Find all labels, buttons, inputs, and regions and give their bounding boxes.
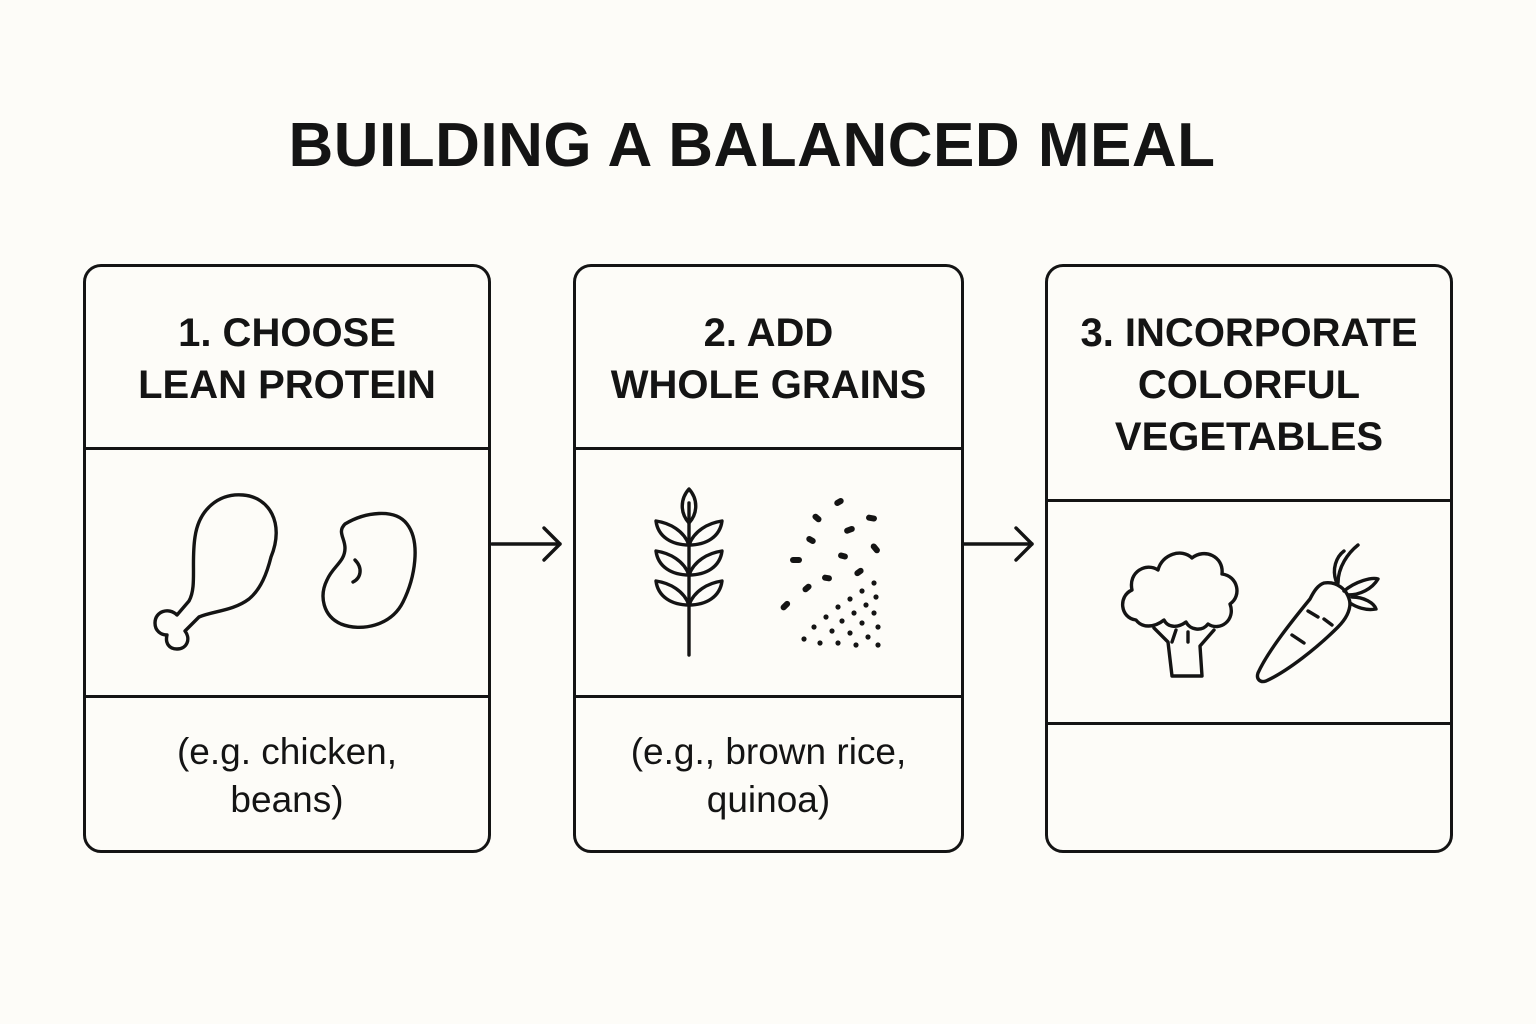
step-example-line: (e.g., brown rice,	[630, 731, 907, 772]
step-example-line: quinoa)	[706, 779, 831, 820]
step-card-vegetables: 3. INCORPORATE COLORFUL VEGETABLES	[1045, 264, 1453, 853]
broccoli-icon	[1121, 551, 1239, 678]
step-title-section: 3. INCORPORATE COLORFUL VEGETABLES	[1048, 267, 1450, 499]
chicken-drumstick-icon	[153, 492, 278, 651]
step-title-line: 2. ADD	[703, 311, 834, 355]
step-title: 1. CHOOSE LEAN PROTEIN	[86, 267, 488, 411]
diagram-title: BUILDING A BALANCED MEAL	[288, 111, 1216, 180]
divider	[576, 695, 961, 698]
step-example-section: (e.g. chicken, beans)	[86, 698, 488, 850]
step-example-section	[1048, 725, 1450, 850]
step-title: 3. INCORPORATE COLORFUL VEGETABLES	[1048, 267, 1450, 463]
carrot-icon	[1255, 543, 1380, 684]
step-card-grains: 2. ADD WHOLE GRAINS	[573, 264, 964, 853]
step-title-line: WHOLE GRAINS	[610, 363, 927, 407]
step-example: (e.g. chicken, beans)	[86, 698, 488, 824]
step-title: 2. ADD WHOLE GRAINS	[576, 267, 961, 411]
step-card-protein: 1. CHOOSE LEAN PROTEIN (e.g. chicken, be…	[83, 264, 491, 853]
step-example-section: (e.g., brown rice, quinoa)	[576, 698, 961, 850]
divider	[1048, 499, 1450, 502]
grains-icon	[780, 497, 881, 648]
divider	[1048, 722, 1450, 725]
arrow-right-icon	[490, 526, 562, 562]
step-title-section: 2. ADD WHOLE GRAINS	[576, 267, 961, 447]
step-title-line: COLORFUL	[1137, 363, 1361, 407]
step-icon-section	[86, 450, 488, 695]
step-title-line: 1. CHOOSE	[178, 311, 396, 355]
arrow-right-icon	[962, 526, 1034, 562]
step-example-line: beans)	[230, 779, 344, 820]
step-title-line: VEGETABLES	[1114, 415, 1384, 459]
step-title-section: 1. CHOOSE LEAN PROTEIN	[86, 267, 488, 447]
step-example-line: (e.g. chicken,	[176, 731, 398, 772]
divider	[86, 447, 488, 450]
wheat-icon	[653, 486, 724, 657]
step-title-line: 3. INCORPORATE	[1080, 311, 1418, 355]
divider	[86, 695, 488, 698]
divider	[576, 447, 961, 450]
step-title-line: LEAN PROTEIN	[138, 363, 436, 407]
step-icon-section	[576, 450, 961, 695]
bean-icon	[321, 511, 417, 629]
step-example: (e.g., brown rice, quinoa)	[576, 698, 961, 824]
step-icon-section	[1048, 502, 1450, 722]
